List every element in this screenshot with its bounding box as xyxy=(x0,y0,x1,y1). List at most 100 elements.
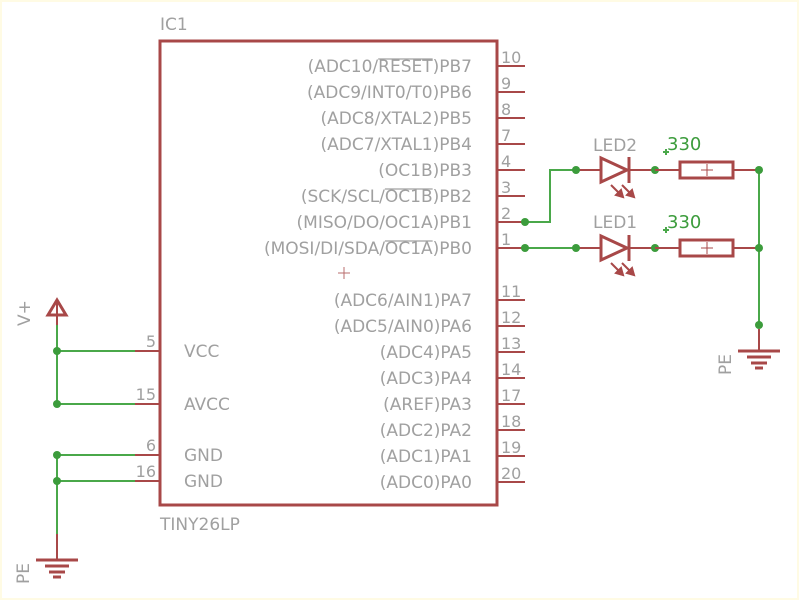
junction xyxy=(755,244,763,252)
origin-marker xyxy=(338,267,350,279)
led2[interactable]: LED2 xyxy=(576,136,655,199)
junction xyxy=(521,244,529,252)
led1-name: LED1 xyxy=(593,213,637,233)
ic-pin[interactable]: 10 (ADC10/RESET)PB7 xyxy=(308,48,525,77)
pin-number: 10 xyxy=(501,48,521,67)
junction xyxy=(53,451,61,459)
wire-pb1-led2[interactable] xyxy=(525,169,576,223)
pin-number: 8 xyxy=(501,100,511,119)
pin-label: AVCC xyxy=(184,395,230,415)
pin-number: 20 xyxy=(501,464,521,483)
pin-label: (ADC9/INT0/T0)PB6 xyxy=(307,83,472,103)
ground-icon xyxy=(738,349,780,370)
pin-label: (ADC10/RESET)PB7 xyxy=(308,57,472,77)
pin-number: 12 xyxy=(501,308,521,327)
pin-label: (ADC0)PA0 xyxy=(380,473,472,493)
ground-symbol-right[interactable]: PE xyxy=(716,329,780,375)
ic-body[interactable] xyxy=(158,39,499,507)
ic-pin[interactable]: 14 (ADC3)PA4 xyxy=(380,360,525,389)
pin-label: GND xyxy=(184,446,223,466)
junction xyxy=(53,477,61,485)
ic-pin[interactable]: 20 (ADC0)PA0 xyxy=(380,464,525,493)
pin-number: 14 xyxy=(501,360,521,379)
diode-icon xyxy=(599,233,631,263)
pin-number: 17 xyxy=(501,386,521,405)
pin-label: (AREF)PA3 xyxy=(383,395,472,415)
ic-right-pins: 10 (ADC10/RESET)PB7 9 (ADC9/INT0/T0)PB6 8 (AD… xyxy=(264,48,525,493)
ic-pin[interactable]: 11 (ADC6/AIN1)PA7 xyxy=(334,282,525,311)
pin-label: (SCK/SCL/OC1B)PB2 xyxy=(301,187,472,207)
pin-label: (ADC8/XTAL2)PB5 xyxy=(321,109,472,129)
pin-label: (ADC3)PA4 xyxy=(380,369,472,389)
ground-label-right: PE xyxy=(716,354,736,375)
pin-number: 19 xyxy=(501,438,521,457)
pin-number: 6 xyxy=(146,436,156,455)
junction xyxy=(521,218,529,226)
ic-pin[interactable]: 13 (ADC4)PA5 xyxy=(380,334,525,363)
resistor-r2-value: 330 xyxy=(667,134,701,155)
ic-pin[interactable]: 1 (MOSI/DI/SDA/OC1A)PB0 xyxy=(264,230,525,259)
ic-value: TINY26LP xyxy=(159,515,240,535)
pin-label: (MOSI/DI/SDA/OC1A)PB0 xyxy=(264,239,472,259)
ground-symbol-left[interactable]: PE xyxy=(14,534,78,584)
pin-number: 3 xyxy=(501,178,511,197)
led2-name: LED2 xyxy=(593,136,637,156)
junction xyxy=(53,400,61,408)
junction xyxy=(572,166,580,174)
ic-pin[interactable]: 17 (AREF)PA3 xyxy=(383,386,525,415)
pin-number: 18 xyxy=(501,412,521,431)
light-emission-icon xyxy=(610,262,636,277)
light-emission-icon xyxy=(610,184,636,199)
junction xyxy=(755,321,763,329)
resistor-r1-value: 330 xyxy=(667,212,701,233)
pin-label: (OC1B)PB3 xyxy=(378,161,472,181)
pin-label: (ADC6/AIN1)PA7 xyxy=(334,291,472,311)
pin-label: (ADC5/AIN0)PA6 xyxy=(334,317,472,337)
resistor-r2[interactable]: 330 xyxy=(655,134,759,180)
ic-pin[interactable]: 9 (ADC9/INT0/T0)PB6 xyxy=(307,74,525,103)
ic-name: IC1 xyxy=(160,15,188,35)
pin-number: 1 xyxy=(501,230,511,249)
pin-number: 15 xyxy=(136,385,156,404)
pin-number: 2 xyxy=(501,204,511,223)
junction xyxy=(755,166,763,174)
pin-number: 9 xyxy=(501,74,511,93)
pin-label: GND xyxy=(184,472,223,492)
ic-pin[interactable]: 8 (ADC8/XTAL2)PB5 xyxy=(321,100,525,129)
junction xyxy=(53,347,61,355)
led1[interactable]: LED1 xyxy=(576,213,655,277)
ground-icon xyxy=(36,558,78,579)
pin-number: 16 xyxy=(136,462,156,481)
vplus-supply[interactable]: V+ xyxy=(15,297,69,326)
pin-number: 13 xyxy=(501,334,521,353)
ic-pin[interactable]: 18 (ADC2)PA2 xyxy=(380,412,525,441)
pin-label: (ADC7/XTAL1)PB4 xyxy=(321,135,472,155)
ic-pin[interactable]: 12 (ADC5/AIN0)PA6 xyxy=(334,308,525,337)
ic-pin[interactable]: 19 (ADC1)PA1 xyxy=(380,438,525,467)
junction xyxy=(572,244,580,252)
ic-pin[interactable]: 4 (OC1B)PB3 xyxy=(378,152,525,181)
ic-pin[interactable]: 2 (MISO/DO/OC1A)PB1 xyxy=(297,204,525,233)
pin-number: 7 xyxy=(501,126,511,145)
resistor-r1[interactable]: 330 xyxy=(655,212,759,258)
pin-label: VCC xyxy=(184,342,219,362)
pin-number: 11 xyxy=(501,282,521,301)
pin-number: 4 xyxy=(501,152,511,171)
pin-label: (ADC1)PA1 xyxy=(380,447,472,467)
pin-label: (ADC2)PA2 xyxy=(380,421,472,441)
pin-label: (MISO/DO/OC1A)PB1 xyxy=(297,213,472,233)
pin-label: (ADC4)PA5 xyxy=(380,343,472,363)
ground-label-left: PE xyxy=(14,563,34,584)
diode-icon xyxy=(599,155,631,185)
ic-pin[interactable]: 3 (SCK/SCL/OC1B)PB2 xyxy=(301,178,525,207)
pin-number: 5 xyxy=(146,332,156,351)
vplus-label: V+ xyxy=(15,300,35,326)
ic-pin[interactable]: 7 (ADC7/XTAL1)PB4 xyxy=(321,126,525,155)
